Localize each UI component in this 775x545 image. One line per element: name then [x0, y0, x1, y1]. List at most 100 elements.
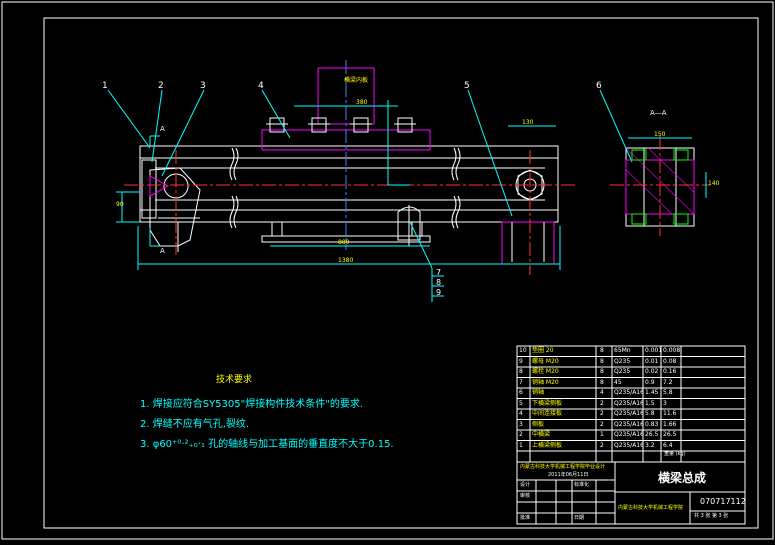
- checker-label: 审核: [520, 493, 531, 499]
- bom-cell: Q235: [614, 368, 631, 375]
- dim-section-width: 150: [654, 131, 666, 138]
- bom-cell: 0.02: [645, 368, 659, 375]
- bom-cell: 1.45: [645, 389, 659, 396]
- dim-left-height: 90: [116, 201, 124, 208]
- bom-cell: 2: [519, 431, 523, 438]
- bom-cell: 8: [600, 368, 604, 375]
- bom-cell: 下横梁侧板: [532, 399, 563, 407]
- bom-cell: 中间连接板: [532, 410, 563, 417]
- bom-cell: 65Mn: [614, 347, 631, 354]
- bom-cell: 销轴 M20: [532, 378, 559, 386]
- callout-2: 2: [158, 81, 164, 91]
- standard-label: 标准化: [574, 482, 590, 488]
- bom-cell: 2: [600, 420, 604, 428]
- tech-item-1: 1. 焊接应符合SY5305"焊接构件技术条件"的要求.: [140, 399, 364, 410]
- tech-heading: 技术要求: [216, 375, 253, 385]
- bom-cell: 10: [519, 347, 527, 354]
- bom-cell: 上横梁侧板: [532, 441, 563, 449]
- callout-8: 8: [436, 278, 442, 287]
- bom-cell: Q235/A16: [614, 441, 644, 449]
- bom-cell: 1: [600, 431, 604, 438]
- bom-cell: Q235/A16: [614, 399, 644, 407]
- bom-cell: 3: [663, 399, 667, 407]
- bom-cell: 7: [519, 378, 523, 386]
- bom-cell: 侧板: [532, 420, 545, 428]
- bottom-bolts: [261, 221, 431, 243]
- bom-cell: 0.008: [663, 347, 681, 354]
- leader-lines: [107, 89, 633, 302]
- top-bolts: [266, 117, 416, 133]
- dim-span-bottom: 880: [338, 239, 350, 246]
- bom-cell: 2: [600, 441, 604, 449]
- callout-3: 3: [200, 81, 206, 91]
- bom-cell: 中横梁: [532, 431, 551, 438]
- bom-cell: 1.5: [645, 399, 655, 407]
- bom-cell: 26.5: [663, 431, 677, 438]
- dim-top-label: 横梁内板: [344, 77, 369, 84]
- bom-cell: 45: [614, 378, 622, 386]
- tech-item-2: 2. 焊缝不应有气孔,裂纹.: [140, 419, 250, 430]
- left-bracket: [149, 167, 201, 247]
- bom-cell: 螺栓 M20: [532, 368, 559, 375]
- date-line: 2011年06月11日: [548, 472, 589, 478]
- bom-weight-label: 重量 (kg): [664, 451, 686, 457]
- callout-1: 1: [102, 81, 108, 91]
- tech-item-3: 3. φ60⁺⁰·²₊₀·₁ 孔的轴线与加工基面的垂直度不大于0.15.: [140, 439, 394, 450]
- designer-label: 设计: [520, 482, 531, 488]
- bom-cell: 螺母 M20: [532, 357, 559, 365]
- bom-cell: 3.2: [645, 441, 655, 449]
- bom-cell: 11.6: [663, 410, 677, 417]
- callout-7: 7: [436, 268, 442, 277]
- bom-cell: 7.2: [663, 378, 673, 386]
- bom-cell: 6.4: [663, 441, 673, 449]
- section-label: A—A: [650, 109, 667, 117]
- callout-5: 5: [464, 81, 470, 91]
- bom-cell: 2: [600, 410, 604, 417]
- callout-6: 6: [596, 81, 602, 91]
- bom-cell: 8: [600, 347, 604, 354]
- centre-clamp: [397, 206, 421, 241]
- bom-cell: 9: [519, 357, 523, 365]
- bom-cell: Q235/A16: [614, 410, 644, 417]
- section-marks: [149, 135, 160, 247]
- bom-cell: 4: [519, 410, 523, 417]
- drawing-title: 横梁总成: [658, 471, 707, 485]
- bom-cell: 5: [519, 399, 523, 407]
- front-view: [116, 60, 578, 275]
- dim-section-height: 140: [708, 180, 720, 187]
- bom-cell: 0.16: [663, 368, 677, 375]
- dimension-lines: [116, 100, 561, 270]
- school-name: 内蒙古科技大学机械工程学院: [618, 505, 684, 511]
- bom-cell: Q235/A16: [614, 431, 644, 438]
- dim-span-top: 380: [356, 99, 368, 106]
- bom-cell: Q235: [614, 357, 631, 365]
- section-mark-top: A: [160, 125, 165, 133]
- bom-cell: 5.8: [645, 410, 655, 417]
- dim-overall-length: 1380: [338, 257, 354, 264]
- project-label: 内蒙古科技大学机械工程学院毕业设计: [520, 464, 606, 470]
- beam-body: [139, 145, 559, 223]
- bom-cell: 6: [519, 389, 523, 396]
- bom-cell: 0.01: [645, 357, 659, 365]
- date-label: 日期: [574, 515, 585, 521]
- bom-cell: 垫圈 20: [532, 347, 554, 354]
- bom-cell: 0.83: [645, 420, 659, 428]
- inner-frame: [43, 17, 759, 529]
- bom-cell: 8: [519, 368, 523, 375]
- bom-cell: 0.08: [663, 357, 677, 365]
- bom-cell: 26.5: [645, 431, 659, 438]
- bom-cell: 0.001: [645, 347, 663, 354]
- section-view-aa: [610, 136, 710, 236]
- bom-cell: 5.8: [663, 389, 673, 396]
- right-lower-plate: [501, 221, 555, 265]
- dim-right-width: 130: [522, 119, 534, 126]
- bom-cell: 1.66: [663, 420, 677, 428]
- bom-cell: 2: [600, 399, 604, 407]
- section-mark-bottom: A: [160, 247, 165, 255]
- bom-cell: 0.9: [645, 378, 655, 386]
- sheet-info: 共 3 张 第 3 张: [694, 513, 729, 519]
- approval-label: 批准: [520, 515, 531, 521]
- bom-cell: Q235/A16: [614, 389, 644, 396]
